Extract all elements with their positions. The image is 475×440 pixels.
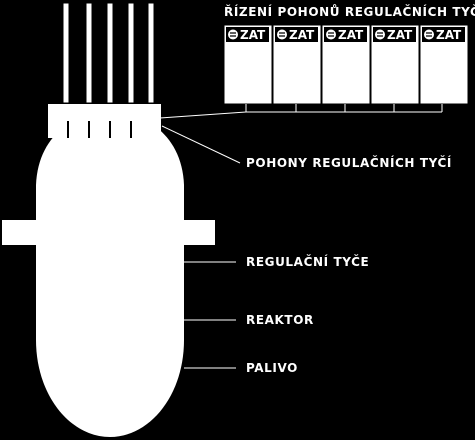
zat-logo-icon	[228, 29, 238, 40]
zat-badge	[373, 27, 416, 42]
zat-label: ZAT	[436, 28, 462, 42]
zat-label: ZAT	[289, 28, 315, 42]
zat-logo-icon	[326, 29, 336, 40]
panel-cabinet: ZAT	[272, 24, 322, 105]
panel-cabinet: ZAT	[419, 24, 469, 105]
zat-label: ZAT	[338, 28, 364, 42]
zat-badge	[226, 27, 269, 42]
control-rod	[106, 2, 114, 104]
control-rod	[62, 2, 70, 104]
zat-label: ZAT	[387, 28, 413, 42]
panel-cabinet: ZAT	[321, 24, 371, 105]
label-fuel: PALIVO	[246, 361, 298, 375]
panel-title: ŘÍZENÍ POHONŮ REGULAČNÍCH TYČÍ	[224, 5, 475, 19]
drive-separators	[67, 121, 132, 138]
zat-logo-icon	[277, 29, 287, 40]
zat-badge	[275, 27, 318, 42]
reactor-flange	[2, 220, 215, 245]
zat-label: ZAT	[240, 28, 266, 42]
leader-lines	[159, 104, 443, 369]
zat-logo-icon	[375, 29, 385, 40]
panel-connector-line	[159, 111, 442, 119]
control-rods	[62, 2, 155, 104]
zat-badge	[324, 27, 367, 42]
control-rod	[127, 2, 135, 104]
drives-leader-line	[161, 125, 241, 164]
panel-cabinet: ZAT	[223, 24, 273, 105]
control-rod	[85, 2, 93, 104]
label-rod-drives: POHONY REGULAČNÍCH TYČÍ	[246, 156, 452, 170]
label-reactor: REAKTOR	[246, 313, 314, 327]
zat-badge	[422, 27, 465, 42]
label-control-rods: REGULAČNÍ TYČE	[246, 255, 370, 269]
reactor-vessel	[36, 112, 184, 437]
control-rod	[147, 2, 155, 104]
control-panel: ZAT ZAT ZAT ZAT ZAT	[223, 24, 469, 105]
rod-drives-block	[48, 104, 161, 138]
panel-cabinet: ZAT	[370, 24, 420, 105]
zat-logo-icon	[424, 29, 434, 40]
